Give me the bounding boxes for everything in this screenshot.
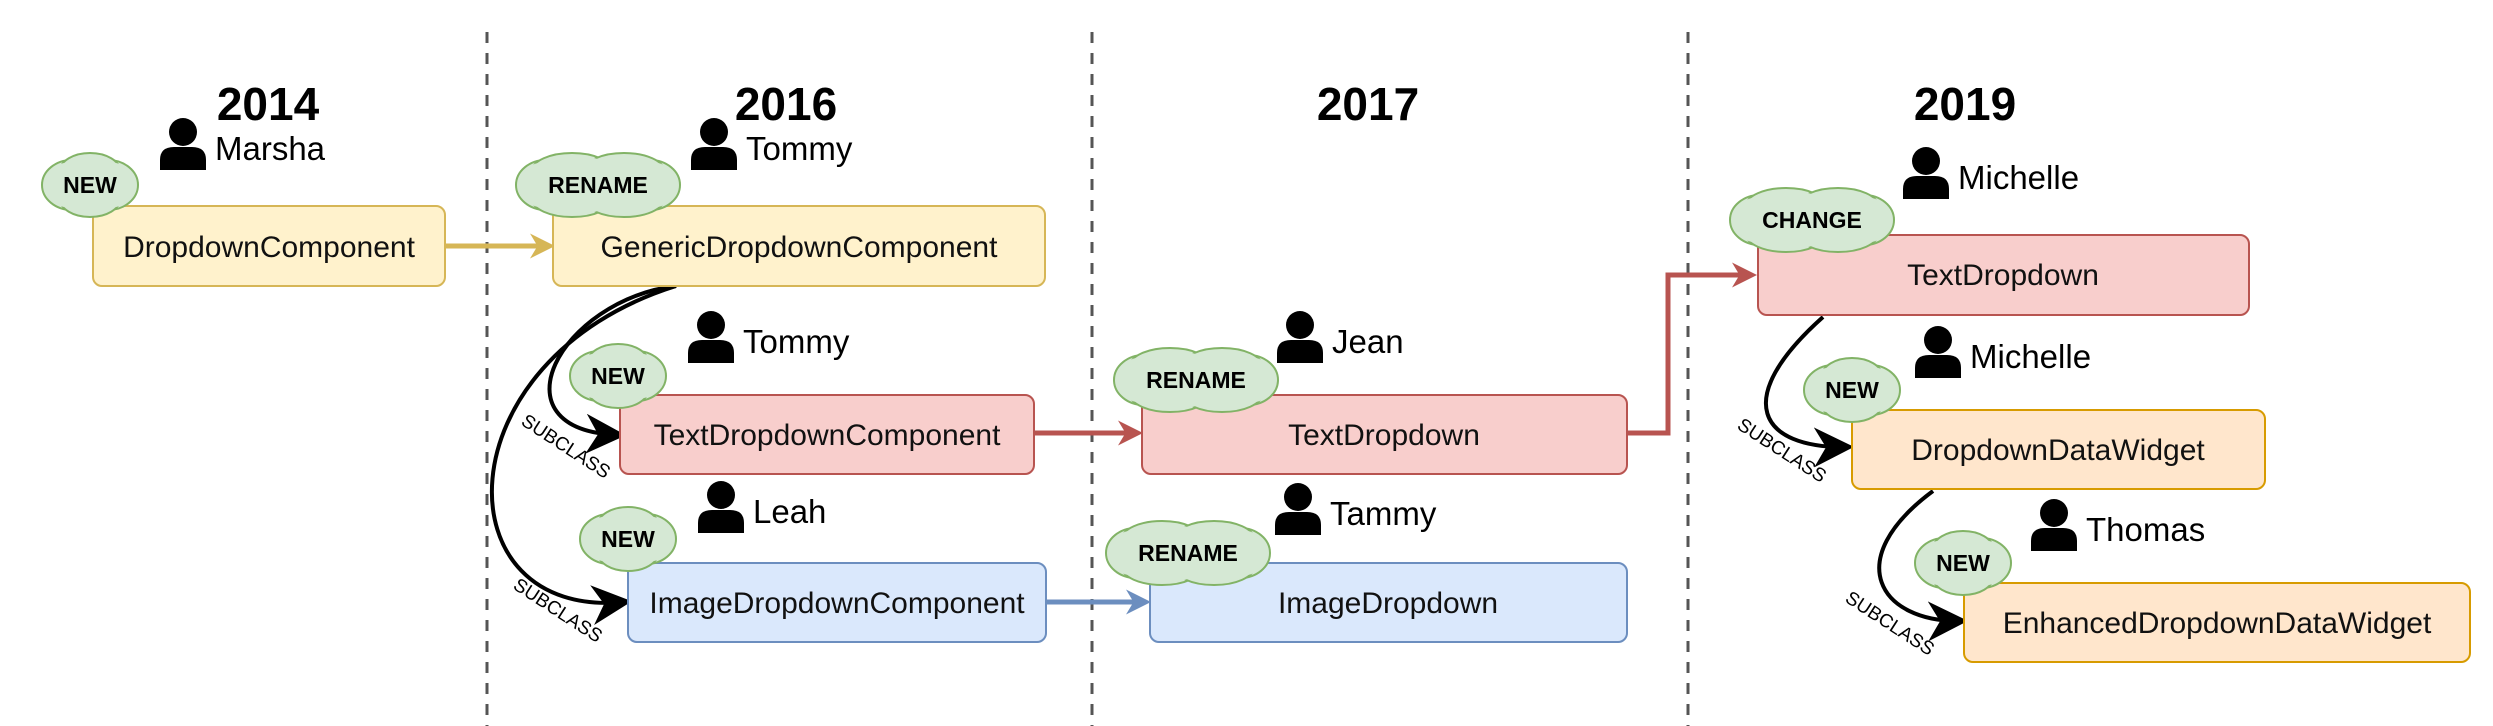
person-icon xyxy=(698,481,744,533)
cloud-badge: RENAME xyxy=(515,152,681,218)
person-icon xyxy=(1277,311,1323,363)
subclass-arrow xyxy=(489,284,677,625)
component-node[interactable]: GenericDropdownComponent xyxy=(552,205,1046,287)
component-node[interactable]: DropdownComponent xyxy=(92,205,446,287)
author-name: Thomas xyxy=(2086,511,2205,548)
author-name: Tommy xyxy=(746,130,853,167)
badge-label: CHANGE xyxy=(1762,207,1862,233)
cloud-badge: NEW xyxy=(1914,530,2012,596)
component-label: TextDropdown xyxy=(1907,259,2099,292)
author-group: Leah xyxy=(698,481,826,533)
author-name: Leah xyxy=(753,493,826,530)
component-node[interactable]: DropdownDataWidget xyxy=(1851,409,2266,490)
evolution-arrow xyxy=(1627,262,1757,436)
author-group: Thomas xyxy=(2031,499,2205,551)
year-header: 2019 xyxy=(1914,78,2016,130)
edge-label-subclass: SUBCLASS xyxy=(509,575,605,648)
edge-label-subclass: SUBCLASS xyxy=(1733,415,1829,488)
cloud-badge: NEW xyxy=(579,506,677,572)
badge-label: RENAME xyxy=(1138,540,1238,566)
person-icon xyxy=(691,118,737,170)
component-label: EnhancedDropdownDataWidget xyxy=(2003,607,2432,640)
component-label: ImageDropdown xyxy=(1278,587,1498,620)
component-label: TextDropdownComponent xyxy=(654,419,1002,452)
author-name: Michelle xyxy=(1970,338,2091,375)
author-group: Tommy xyxy=(688,311,850,363)
badge-label: RENAME xyxy=(1146,367,1246,393)
badge-label: NEW xyxy=(1936,550,1990,576)
badge-label: NEW xyxy=(1825,377,1879,403)
author-group: Michelle xyxy=(1903,147,2079,199)
cloud-badge: CHANGE xyxy=(1729,187,1895,253)
cloud-badge: NEW xyxy=(41,152,139,218)
subclass-arrow xyxy=(1764,315,1854,468)
component-node[interactable]: EnhancedDropdownDataWidget xyxy=(1963,582,2471,663)
subclass-arrow xyxy=(1877,489,1968,642)
year-header: 2014 xyxy=(217,78,320,130)
person-icon xyxy=(688,311,734,363)
badge-label: NEW xyxy=(591,363,645,389)
component-node[interactable]: ImageDropdownComponent xyxy=(627,562,1047,643)
author-name: Jean xyxy=(1332,323,1404,360)
component-node[interactable]: ImageDropdown xyxy=(1149,562,1628,643)
person-icon xyxy=(1915,326,1961,378)
author-name: Tommy xyxy=(743,323,850,360)
author-group: Jean xyxy=(1277,311,1404,363)
subclass-arrow xyxy=(547,284,677,454)
component-label: DropdownDataWidget xyxy=(1911,434,2205,467)
author-group: Marsha xyxy=(160,118,326,170)
author-group: Tommy xyxy=(691,118,853,170)
cloud-badge: RENAME xyxy=(1105,520,1271,586)
component-label: DropdownComponent xyxy=(123,231,416,264)
person-icon xyxy=(1903,147,1949,199)
person-icon xyxy=(2031,499,2077,551)
author-group: Michelle xyxy=(1915,326,2091,378)
component-node[interactable]: TextDropdown xyxy=(1141,394,1628,475)
person-icon xyxy=(1275,483,1321,535)
year-header: 2016 xyxy=(735,78,837,130)
cloud-badge: NEW xyxy=(1803,357,1901,423)
badge-label: NEW xyxy=(63,172,117,198)
component-label: GenericDropdownComponent xyxy=(601,231,999,264)
component-node[interactable]: TextDropdown xyxy=(1757,234,2250,316)
connectors xyxy=(445,233,1968,642)
author-name: Tammy xyxy=(1330,495,1437,532)
author-name: Michelle xyxy=(1958,159,2079,196)
component-node[interactable]: TextDropdownComponent xyxy=(619,394,1035,475)
person-icon xyxy=(160,118,206,170)
author-name: Marsha xyxy=(215,130,326,167)
cloud-badge: NEW xyxy=(569,343,667,409)
component-label: ImageDropdownComponent xyxy=(649,587,1025,620)
cloud-badge: RENAME xyxy=(1113,347,1279,413)
badge-label: RENAME xyxy=(548,172,648,198)
year-header: 2017 xyxy=(1317,78,1419,130)
component-label: TextDropdown xyxy=(1288,419,1480,452)
author-group: Tammy xyxy=(1275,483,1437,535)
badge-label: NEW xyxy=(601,526,655,552)
